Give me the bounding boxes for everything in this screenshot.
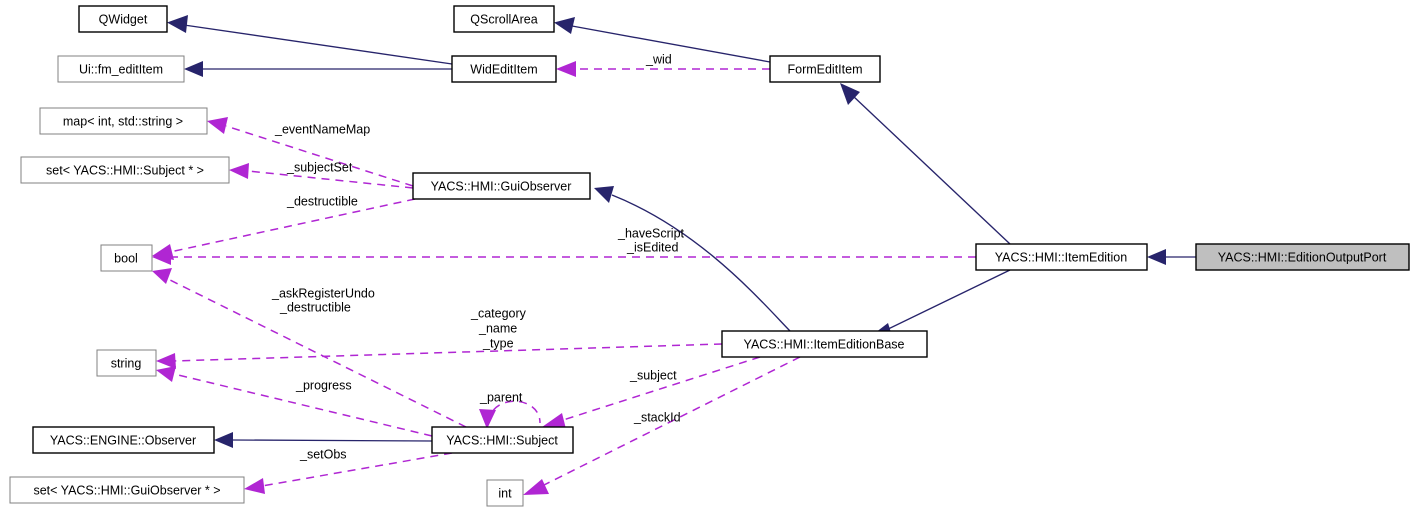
node-itemeditionbase[interactable]: YACS::HMI::ItemEditionBase	[721, 330, 928, 358]
node-engine-observer[interactable]: YACS::ENGINE::Observer	[32, 426, 215, 454]
edge-formeditem-wid-wideditem	[556, 61, 770, 77]
node-box-formeditem[interactable]	[769, 55, 881, 83]
node-box-int[interactable]	[486, 479, 524, 507]
edge-itemedition-to-itemeditionbase	[867, 269, 1011, 339]
edge-label-askregisterundo: _askRegisterUndo	[271, 286, 375, 300]
edge-label-eventnamemap: _eventNameMap	[274, 122, 370, 136]
edge-itemeditionbase-to-guiobserver	[594, 186, 791, 332]
edge-label-progress: _progress	[295, 378, 352, 392]
edge-wideditem-to-qwidget	[167, 15, 453, 65]
node-box-wideditem[interactable]	[451, 55, 557, 83]
node-qwidget[interactable]: QWidget	[78, 5, 168, 33]
edge-label-subject: _subject	[629, 368, 677, 382]
node-box-editionoutputport[interactable]	[1195, 243, 1410, 271]
node-string[interactable]: string	[96, 349, 157, 377]
node-box-qwidget[interactable]	[78, 5, 168, 33]
node-map-int-string[interactable]: map< int, std::string >	[39, 107, 208, 135]
edge-label-destructible-2: _destructible	[279, 300, 351, 314]
edge-label-isedited: _isEdited	[626, 240, 678, 254]
node-box-subject[interactable]	[431, 426, 574, 454]
edge-guiobserver-eventnamemap-map	[207, 117, 414, 187]
edge-label-category: _category	[470, 306, 527, 320]
node-guiobserver[interactable]: YACS::HMI::GuiObserver	[412, 172, 591, 200]
node-box-itemeditionbase[interactable]	[721, 330, 928, 358]
node-formeditem[interactable]: FormEditItem	[769, 55, 881, 83]
node-box-string[interactable]	[96, 349, 157, 377]
edge-guiobserver-destructible-bool	[152, 198, 416, 260]
node-wideditem[interactable]: WidEditItem	[451, 55, 557, 83]
edge-label-type: _type	[482, 336, 514, 350]
node-bool[interactable]: bool	[100, 244, 153, 272]
node-int[interactable]: int	[486, 479, 524, 507]
node-box-qscrollarea[interactable]	[453, 5, 555, 33]
edge-itemeditionbase-stackid-int	[523, 356, 801, 495]
edge-editionoutputport-to-itemedition	[1147, 249, 1196, 265]
nodes: QWidget QScrollArea Ui::fm_editItem WidE…	[9, 5, 1410, 507]
edge-subject-progress-string	[156, 366, 433, 437]
edge-subject-askregisterundo-bool	[152, 268, 467, 428]
node-set-guiobserver[interactable]: set< YACS::HMI::GuiObserver * >	[9, 476, 245, 504]
edge-label-subjectset: _subjectSet	[286, 160, 353, 174]
node-editionoutputport[interactable]: YACS::HMI::EditionOutputPort	[1195, 243, 1410, 271]
edge-subject-setobs-setguiobserver	[244, 452, 453, 494]
node-box-set-guiobserver[interactable]	[9, 476, 245, 504]
edge-formeditem-to-qscrollarea	[554, 17, 771, 63]
usage-edges	[152, 61, 976, 495]
edge-itemeditionbase-subject-subject	[542, 356, 761, 429]
edge-subject-to-engineobserver	[214, 432, 433, 448]
edge-itemeditionbase-category-string	[156, 343, 723, 369]
edge-label-destructible-1: _destructible	[286, 194, 358, 208]
node-box-engine-observer[interactable]	[32, 426, 215, 454]
node-box-itemedition[interactable]	[975, 243, 1148, 271]
edge-label-setobs: _setObs	[299, 447, 347, 461]
node-set-subject[interactable]: set< YACS::HMI::Subject * >	[20, 156, 230, 184]
node-box-map-int-string[interactable]	[39, 107, 208, 135]
edge-wideditem-to-uifmedititem	[184, 61, 452, 77]
edge-label-parent: _parent	[479, 390, 523, 404]
edge-label-stackid: _stackId	[633, 410, 681, 424]
edge-guiobserver-subjectset-set	[229, 163, 414, 189]
edge-label-wid: _wid	[645, 52, 672, 66]
edge-itemedition-to-formeditem	[840, 83, 1011, 245]
node-itemedition[interactable]: YACS::HMI::ItemEdition	[975, 243, 1148, 271]
node-box-guiobserver[interactable]	[412, 172, 591, 200]
node-qscrollarea[interactable]: QScrollArea	[453, 5, 555, 33]
edge-subject-parent-self	[479, 400, 541, 429]
node-box-ui-fm-edititem[interactable]	[57, 55, 185, 83]
node-ui-fm-edititem[interactable]: Ui::fm_editItem	[57, 55, 185, 83]
edge-itemedition-havescript-bool	[152, 249, 976, 265]
edge-label-name: _name	[478, 321, 517, 335]
inheritance-edges	[167, 15, 1196, 448]
node-subject[interactable]: YACS::HMI::Subject	[431, 426, 574, 454]
node-box-set-subject[interactable]	[20, 156, 230, 184]
node-box-bool[interactable]	[100, 244, 153, 272]
